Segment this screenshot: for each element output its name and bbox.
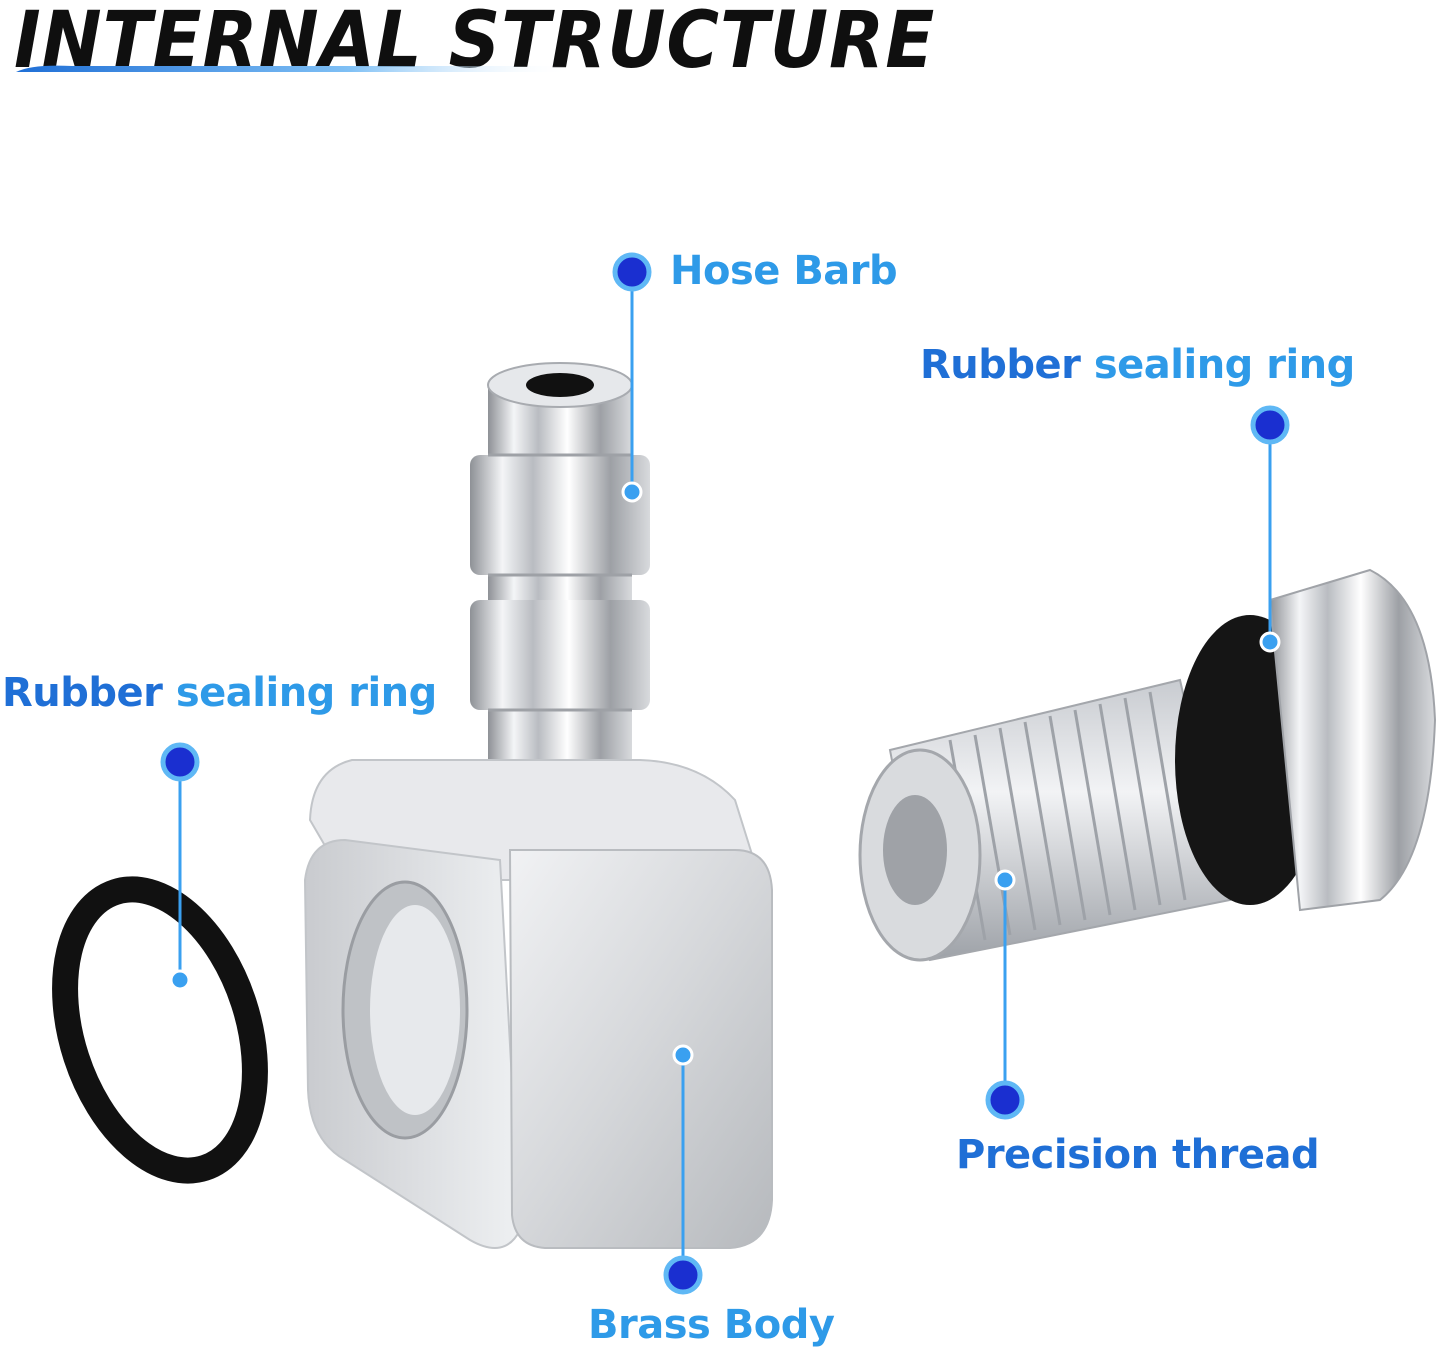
callout-dots	[160, 252, 1290, 1295]
callout-lines	[178, 272, 1272, 1275]
title-underline	[16, 65, 572, 72]
o-ring-part	[52, 876, 268, 1184]
brass-body-part	[303, 759, 773, 1249]
precision-thread-label: Precision thread	[956, 1132, 1320, 1178]
bolt-part	[858, 568, 1437, 962]
rubber-ring-right-end-dot	[1259, 631, 1281, 653]
rubber-ring-left-label: Rubber sealing ring	[2, 670, 437, 716]
brass-body-dot	[663, 1255, 703, 1295]
hose-barb-part	[470, 362, 650, 815]
rubber-ring-left-end-dot	[169, 969, 191, 991]
brass-body-label: Brass Body	[588, 1302, 835, 1348]
precision-thread-end-dot	[994, 869, 1016, 891]
rubber-ring-right-label: Rubber sealing ring	[920, 342, 1355, 388]
hose-barb-dot	[612, 252, 652, 292]
rubber-ring-left-dot	[160, 742, 200, 782]
brass-body-end-dot	[672, 1044, 694, 1066]
hose-barb-label: Hose Barb	[670, 248, 898, 294]
precision-thread-dot	[985, 1080, 1025, 1120]
rubber-ring-right-dot	[1250, 405, 1290, 445]
hose-barb-end-dot	[621, 481, 643, 503]
